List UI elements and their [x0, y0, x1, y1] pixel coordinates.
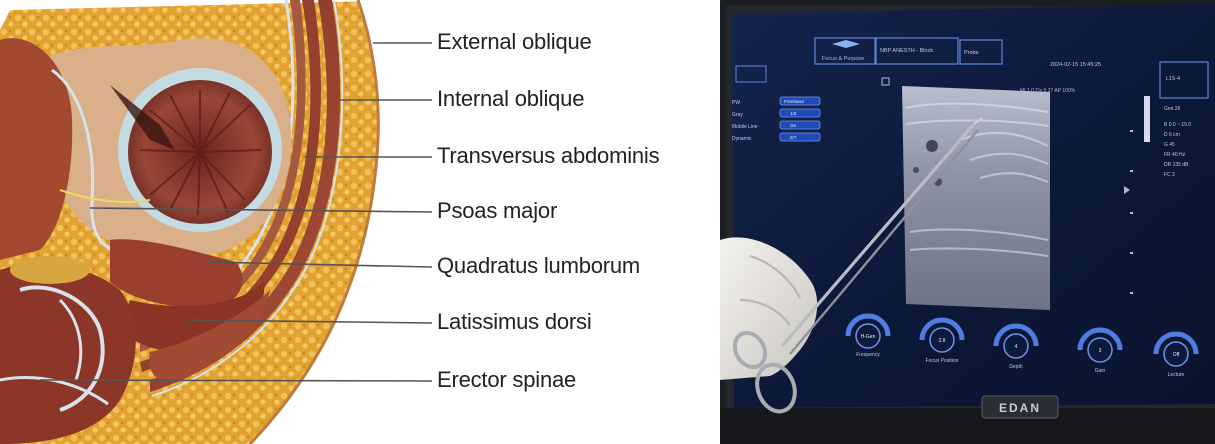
ultrasound-monitor-photo: Focus & Purpose NBP ANESTH - Block Probe…: [720, 0, 1215, 444]
header-date-time: 2024-02-15 15:45:25: [1050, 62, 1101, 68]
right-param: FC 3: [1164, 172, 1175, 178]
anatomy-illustration: [0, 0, 680, 444]
label-external-oblique: External oblique: [437, 31, 592, 53]
label-quadratus-lumborum: Quadratus lumborum: [437, 255, 640, 277]
svg-text:Frequency: Frequency: [856, 352, 880, 358]
svg-text:3: 3: [1099, 348, 1102, 354]
ultrasound-photo-panel: Focus & Purpose NBP ANESTH - Block Probe…: [720, 0, 1215, 444]
left-param-value: 2/7: [790, 135, 797, 140]
svg-text:Depth: Depth: [1009, 364, 1023, 370]
right-param: FR 40 Hz: [1164, 152, 1186, 158]
left-param-value-box[interactable]: [780, 133, 820, 141]
left-param-label: PW: [732, 100, 740, 106]
label-psoas-major: Psoas major: [437, 200, 557, 222]
label-internal-oblique: Internal oblique: [437, 88, 584, 110]
left-param-label: Gray: [732, 112, 743, 118]
svg-text:Gain: Gain: [1095, 368, 1106, 374]
right-param: Gen 26: [1164, 106, 1181, 112]
svg-text:H-Gen: H-Gen: [861, 334, 876, 340]
left-param-value-box[interactable]: [780, 121, 820, 129]
left-param-value: 1/2: [790, 111, 797, 116]
svg-text:2.8: 2.8: [939, 338, 946, 344]
logo-text: Focus & Purpose: [822, 56, 864, 62]
header-field-1: NBP ANESTH - Block: [880, 48, 933, 54]
label-erector-spinae: Erector spinae: [437, 369, 576, 391]
brand-logo: EDAN: [999, 401, 1041, 415]
grayscale-bar: [1144, 96, 1150, 142]
header-field-2: Probe: [964, 50, 979, 56]
left-param-value-box[interactable]: [780, 109, 820, 117]
right-param: DR 135 dB: [1164, 162, 1189, 168]
left-param-label: Dynamic: [732, 136, 752, 142]
right-param: G 45: [1164, 142, 1175, 148]
svg-text:Focus Position: Focus Position: [926, 358, 959, 364]
right-param: D 6 cm: [1164, 132, 1180, 138]
header-freq-label: L15-4: [1166, 76, 1180, 82]
svg-text:Off: Off: [1173, 352, 1180, 358]
left-param-value: On: [790, 123, 797, 128]
label-latissimus-dorsi: Latissimus dorsi: [437, 311, 592, 333]
svg-text:Lecture: Lecture: [1168, 372, 1185, 378]
left-param-value: Freehand: [784, 99, 804, 104]
right-param: B 0.0 ~ 15.0: [1164, 122, 1191, 128]
label-transversus-abdominis: Transversus abdominis: [437, 145, 659, 167]
left-param-label: Mobile Line: [732, 124, 758, 130]
anatomy-illustration-panel: External oblique Internal oblique Transv…: [0, 0, 680, 444]
svg-text:4: 4: [1015, 344, 1018, 350]
